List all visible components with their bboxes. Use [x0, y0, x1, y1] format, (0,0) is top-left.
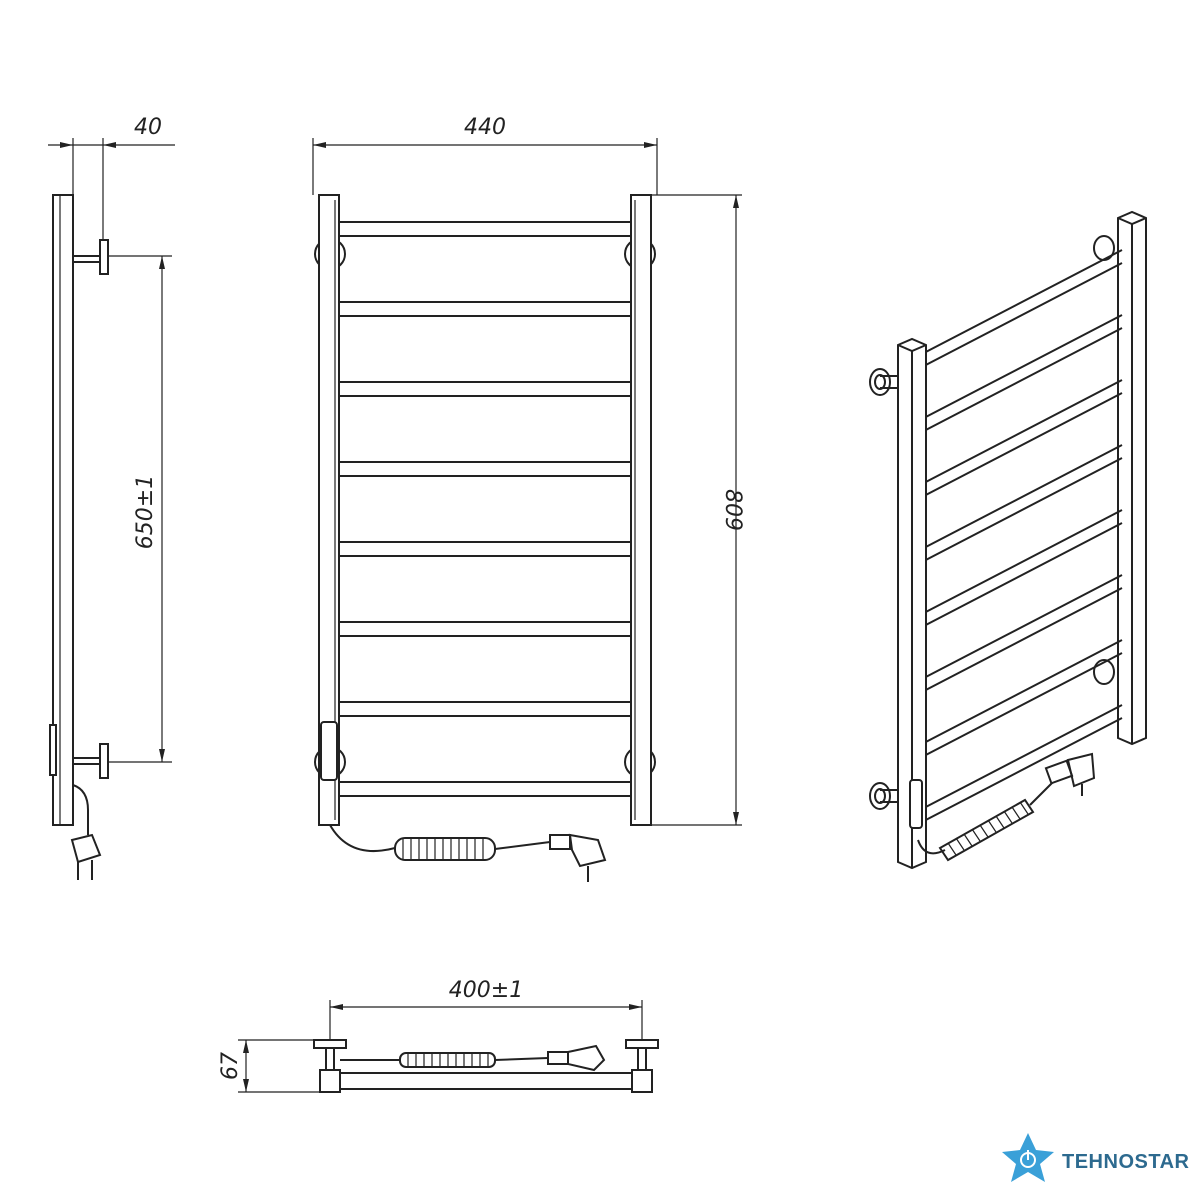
- isometric-view: [869, 210, 1147, 870]
- front-coil: [394, 837, 496, 861]
- side-thermostat: [49, 724, 57, 776]
- svg-text:TEHNOSTAR: TEHNOSTAR: [1062, 1151, 1190, 1173]
- upper-bracket: [73, 239, 109, 275]
- dim-top-depth: 67: [218, 1039, 320, 1093]
- dim-front-width: 440: [312, 115, 658, 195]
- dim-mount-vertical-label: 650±1: [133, 475, 158, 549]
- right-rail: [630, 194, 652, 826]
- dim-mount-vertical: 650±1: [108, 255, 172, 763]
- top-plug: [567, 1044, 606, 1072]
- top-brackets: [313, 1039, 659, 1071]
- top-view: 400±1 67: [218, 978, 659, 1093]
- top-rail: [319, 1072, 653, 1090]
- brand-name-part2: STAR: [1135, 1151, 1190, 1173]
- dim-total-height: 809: [651, 194, 745, 826]
- side-cable: [72, 784, 89, 835]
- dim-side-depth: 40: [48, 115, 175, 240]
- iso-plug: [1066, 752, 1096, 788]
- iso-bars: [919, 249, 1123, 824]
- side-view: 40 650±1: [48, 115, 175, 880]
- front-thermostat: [320, 721, 338, 781]
- dim-mount-horizontal: 400±1: [329, 978, 643, 1040]
- dim-mount-horizontal-label: 400±1: [449, 978, 523, 1003]
- dim-top-depth-label: 67: [218, 1052, 243, 1080]
- brand-logo: TEHNOSTAR: [1002, 1133, 1190, 1182]
- side-plug: [70, 833, 102, 864]
- side-rail: [52, 194, 74, 826]
- dim-front-width-label: 440: [464, 115, 506, 140]
- crossbars: [338, 221, 632, 797]
- iso-front-brackets: [869, 368, 899, 810]
- front-cable: [329, 824, 396, 853]
- front-plug: [568, 833, 607, 868]
- top-right-end: [631, 1069, 653, 1093]
- left-rail: [318, 194, 340, 826]
- dim-total-height-label: 809: [720, 489, 745, 531]
- front-plug-body: [549, 834, 571, 850]
- lower-bracket: [73, 743, 109, 779]
- iso-coil: [938, 798, 1035, 862]
- top-plug-body: [547, 1051, 569, 1065]
- dim-side-depth-label: 40: [134, 115, 162, 140]
- front-view: 440 809: [312, 115, 745, 882]
- top-left-end: [319, 1069, 341, 1093]
- brand-name-part1: TEHNO: [1062, 1151, 1135, 1173]
- iso-thermostat: [909, 779, 923, 829]
- top-coil: [399, 1052, 496, 1068]
